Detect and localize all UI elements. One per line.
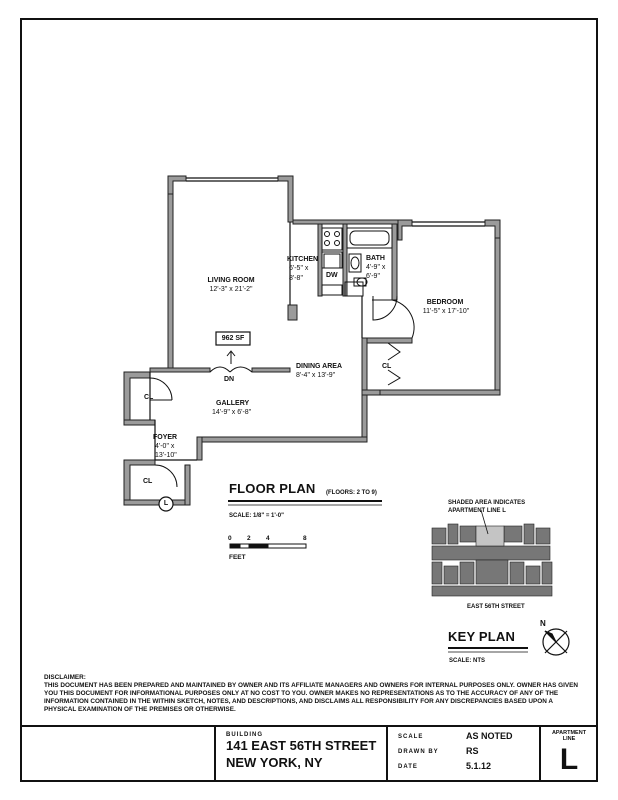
apartment-line-value: L [559,743,579,776]
key-plan-scale: SCALE: NTS [449,658,485,664]
steps [209,350,253,373]
foyer-name: FOYER [153,434,178,441]
bedroom-dims: 11'-5" x 17'-10" [422,308,470,315]
scale-bar [229,543,307,549]
scale-unit: FEET [229,554,246,561]
line-marker-circle [158,496,174,512]
address-line-2: NEW YORK, NY [226,755,323,770]
kitchen-dims-1: 6'-5" x [289,265,309,272]
bathtub [346,227,393,249]
scale-value: AS NOTED [466,731,513,741]
disclaimer-heading: DISCLAIMER: [44,674,86,681]
building-label: BUILDING [226,732,263,738]
scale-tick-8: 8 [303,535,307,542]
scale-label: SCALE [398,734,424,740]
drawn-by-value: RS [466,746,479,756]
floor-plan-title: FLOOR PLAN [229,481,316,496]
title-block [20,725,598,782]
floor-plan-title-rule [228,500,382,506]
down-label: DN [224,376,235,383]
dishwasher-label: DW [326,272,338,279]
plan-walls [123,175,501,506]
address-line-1: 141 EAST 56TH STREET [226,738,377,753]
key-plan-note-1: SHADED AREA INDICATES [448,500,526,506]
drawn-by-label: DRAWN BY [398,749,439,755]
bedroom-closet-label: CL [382,363,392,370]
bath-name: BATH [366,255,385,262]
scale-tick-4: 4 [266,535,270,542]
dining-area-name: DINING AREA [296,363,343,370]
date-value: 5.1.12 [466,761,492,771]
scale-tick-0: 0 [228,535,232,542]
key-plan-title: KEY PLAN [448,629,516,644]
gallery-name: GALLERY [216,400,250,407]
line-marker-label: L [163,500,169,507]
floor-plan-scale: SCALE: 1/8" = 1'-0" [229,513,284,519]
kitchen-dims-2: 8'-8" [289,275,303,282]
bath-dims-1: 4'-9" x [366,264,386,271]
refrigerator [323,253,341,269]
disclaimer-body: THIS DOCUMENT HAS BEEN PREPARED AND MAIN… [44,682,578,714]
floor-plan-floors: (FLOORS: 2 TO 9) [326,490,377,496]
gallery-dims: 14'-9" x 6'-8" [212,409,252,416]
dining-area-dims: 8'-4" x 13'-9" [296,372,336,379]
bath-fixtures [348,253,368,287]
foyer-dims-1: 4'-0" x [155,443,175,450]
area-box [215,331,251,346]
area-label: 962 SF [221,335,245,342]
key-plan-street: EAST 56TH STREET [467,604,525,610]
living-room-name: LIVING ROOM [207,277,255,284]
scale-tick-2: 2 [247,535,251,542]
foyer-closet-label: CL [143,478,153,485]
north-arrow [542,628,570,656]
gallery-closet-label: CL [144,394,154,401]
key-plan-leader [480,509,489,535]
key-plan-title-rule [448,647,528,653]
living-room-dims: 12'-3" x 21'-2" [209,286,253,293]
key-plan-drawing [431,523,553,597]
bath-dims-2: 6'-9" [366,273,380,280]
kitchen-name: KITCHEN [287,256,319,263]
foyer-dims-2: 13'-10" [155,452,177,459]
title-block-lines [214,725,541,782]
bedroom-name: BEDROOM [426,299,464,306]
door-swings [149,295,415,488]
disclaimer: DISCLAIMER: THIS DOCUMENT HAS BEEN PREPA… [44,674,584,714]
drawing-border [20,18,598,782]
key-plan-note-2: APARTMENT LINE L [448,508,506,514]
apartment-line-label-2: LINE [562,736,576,742]
date-label: DATE [398,764,418,770]
apartment-line-label-1: APARTMENT [551,730,587,736]
north-label: N [540,619,546,628]
